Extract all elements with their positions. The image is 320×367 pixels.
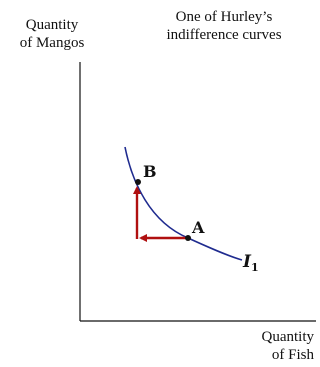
diagram-title-line-2: indifference curves	[166, 27, 282, 43]
diagram-title-line-1: One of Hurley’s	[175, 9, 273, 25]
y-axis-label-line-1: Quantity	[25, 17, 79, 33]
curve-label-main: I	[242, 252, 252, 272]
x-axis-label-line-2: of Fish	[271, 347, 314, 363]
point-a-label: A	[191, 218, 205, 237]
point-b-label: B	[143, 162, 157, 181]
x-axis-label-line-1: Quantity	[261, 329, 315, 345]
diagram-title: One of Hurley’s indifference curves	[140, 8, 308, 44]
point-b-marker	[135, 179, 141, 185]
y-axis-label-line-2: of Mangos	[19, 35, 85, 51]
indifference-curve	[124, 146, 243, 261]
x-axis-label: Quantity of Fish	[224, 328, 315, 364]
y-axis-label: Quantity of Mangos	[8, 16, 96, 52]
curve-label-subscript: 1	[251, 261, 259, 274]
curve-label: I1	[242, 252, 259, 274]
point-a-marker	[185, 235, 191, 241]
